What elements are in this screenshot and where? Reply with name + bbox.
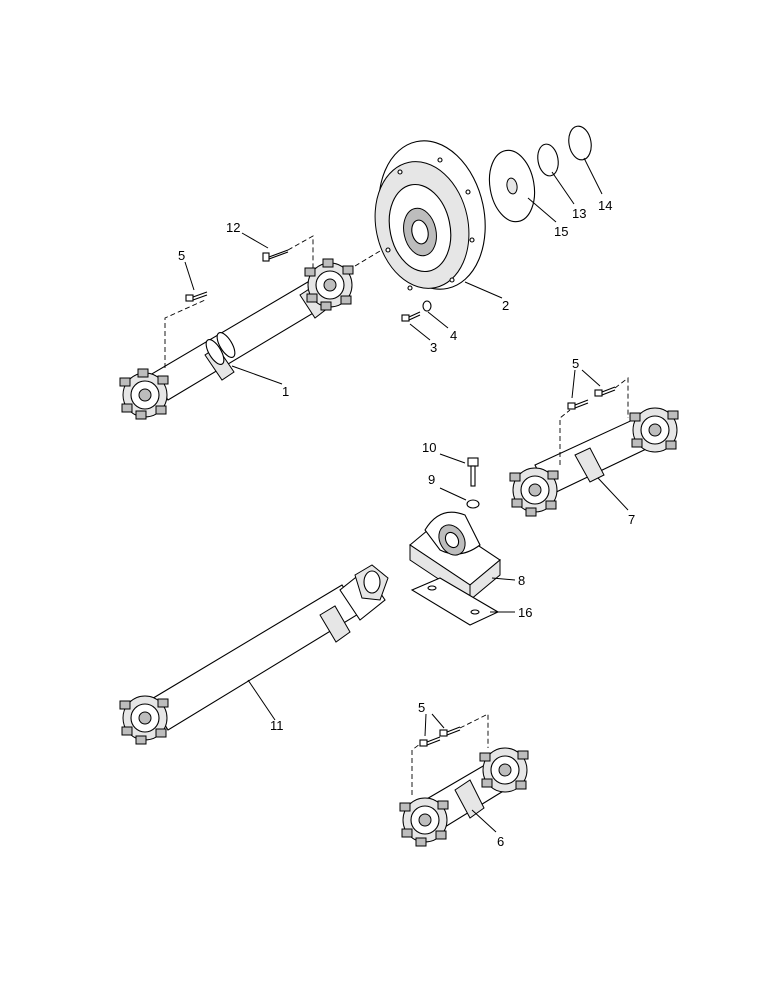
callout-7: 7 [628, 512, 635, 527]
callout-1: 1 [282, 384, 289, 399]
drive-shaft-7 [509, 407, 679, 517]
washer-9 [466, 499, 480, 509]
bolt-5-shaft-6a [419, 736, 441, 747]
bolt-10 [467, 457, 479, 487]
ring-13 [537, 143, 559, 177]
drive-shaft-11 [119, 564, 389, 745]
universal-joint-left [119, 695, 169, 745]
bolt-5-shaft-7a [567, 399, 589, 410]
callout-9: 9 [428, 472, 435, 487]
universal-joint-right [629, 407, 679, 453]
universal-joint-left [509, 467, 559, 517]
callout-14: 14 [598, 198, 612, 213]
yoke-right [354, 564, 389, 601]
bolt-3 [401, 311, 421, 322]
bolt-5-shaft-6b [439, 726, 461, 737]
universal-joint-right [304, 258, 354, 311]
callout-5-shaft-6: 5 [418, 700, 425, 715]
callout-2: 2 [502, 298, 509, 313]
universal-joint-left [119, 368, 169, 420]
universal-joint-right [479, 747, 529, 793]
callout-5-shaft-1: 5 [178, 248, 185, 263]
drive-shaft-1 [119, 258, 354, 420]
bolt-12 [262, 249, 289, 262]
callout-6: 6 [497, 834, 504, 849]
bolt-5-shaft-7b [594, 386, 616, 397]
callout-5-shaft-7: 5 [572, 356, 579, 371]
callout-15: 15 [554, 224, 568, 239]
callout-8: 8 [518, 573, 525, 588]
ring-14 [568, 125, 592, 161]
universal-joint-left [399, 797, 449, 847]
callout-3: 3 [430, 340, 437, 355]
callout-4: 4 [450, 328, 457, 343]
flywheel-housing-2 [374, 140, 486, 291]
callout-11: 11 [270, 718, 284, 733]
bolt-5-shaft-1 [185, 291, 208, 302]
washer-4 [422, 300, 432, 312]
drive-shaft-6 [399, 747, 529, 847]
callout-16: 16 [518, 605, 532, 620]
callout-12: 12 [226, 220, 240, 235]
leader-lines [184, 157, 629, 833]
callout-13: 13 [572, 206, 586, 221]
plate-15 [488, 149, 536, 223]
callout-10: 10 [422, 440, 436, 455]
